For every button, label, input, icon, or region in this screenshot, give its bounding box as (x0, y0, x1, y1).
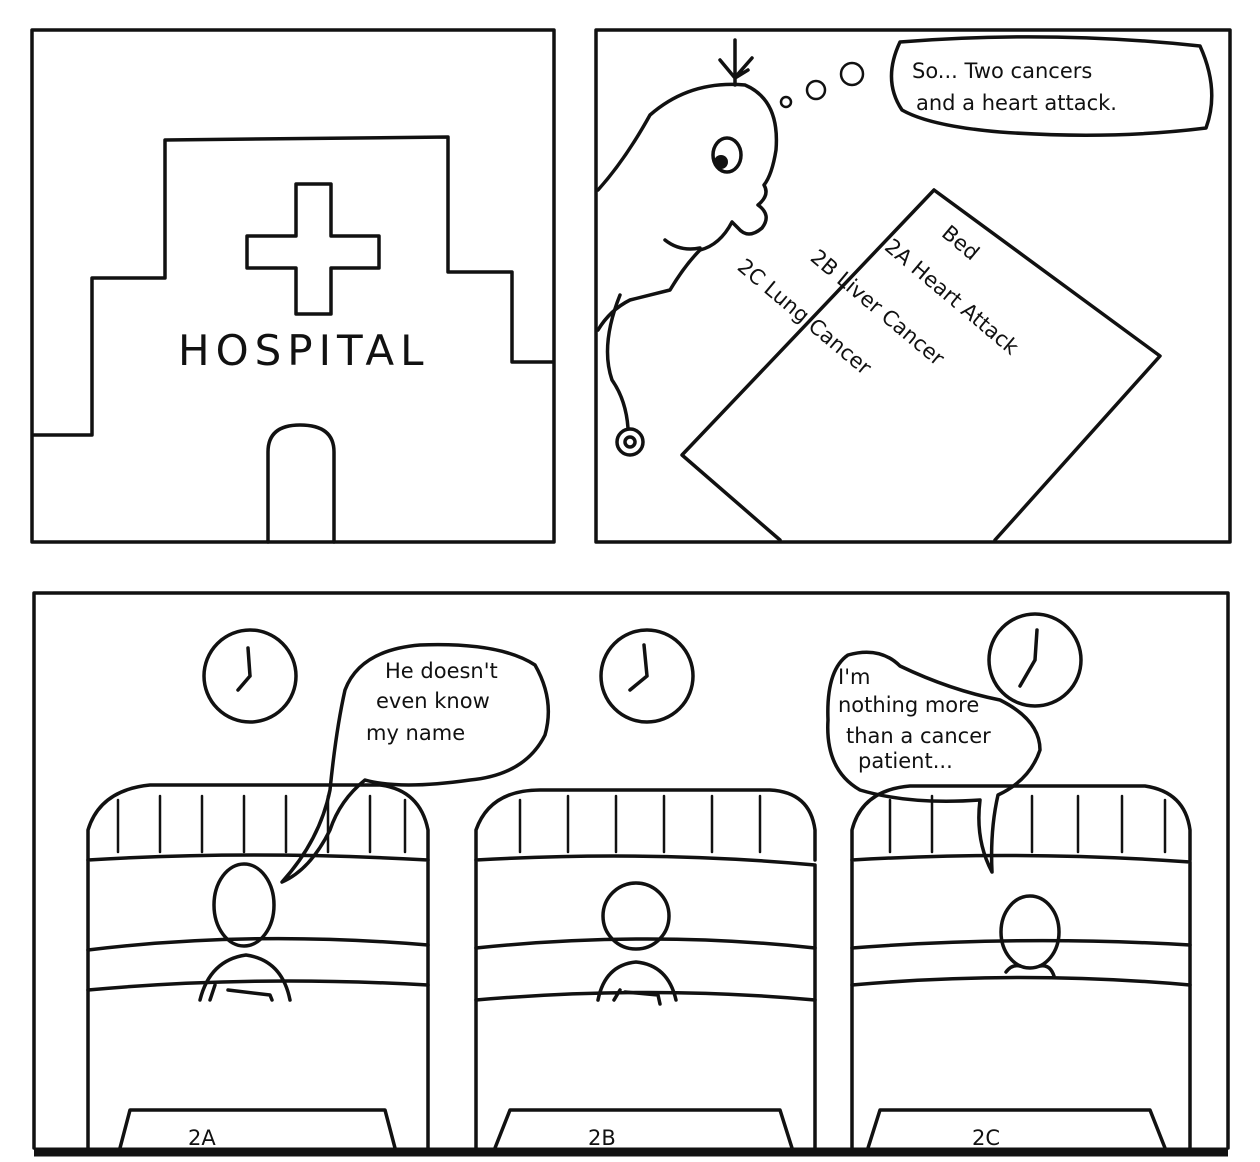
hospital-sign: HOSPITAL (178, 326, 430, 375)
stethoscope-bell (615, 427, 645, 457)
bed-2a-frame (86, 853, 430, 1150)
bed-2b: 2B (474, 788, 817, 1150)
bed-2c: 2C (850, 784, 1192, 1150)
bed-2c-blanket (850, 975, 1192, 987)
bed-2c-frame (850, 853, 1192, 1150)
doctor-figure (596, 82, 779, 332)
bed-2b-frame (474, 854, 817, 1150)
thought-dot-small (779, 95, 793, 109)
hospital-door (266, 423, 336, 544)
doctor-eye (711, 136, 743, 174)
thought-line-2: and a heart attack. (916, 91, 1117, 115)
speech-2a-line-3: my name (366, 721, 465, 745)
bed-2c-label: 2C (972, 1126, 1000, 1150)
patient-2b-head (601, 881, 671, 951)
patient-chart: Bed 2A Heart Attack 2B Liver Cancer 2C L… (680, 188, 1162, 542)
hospital-building (32, 135, 555, 437)
panel-hospital-frame (30, 28, 556, 544)
bed-2b-label: 2B (588, 1126, 616, 1150)
bed-2a-pillow-line (86, 936, 430, 952)
hospital-cross-icon (245, 182, 381, 316)
patient-2a-head (212, 862, 276, 948)
bed-2c-footboard (866, 1108, 1167, 1150)
patient-2c-head (999, 894, 1061, 970)
thought-line-1: So... Two cancers (912, 59, 1092, 83)
bed-2c-headboard (850, 784, 1192, 862)
bed-2b-footboard (493, 1108, 794, 1150)
patient-2b-shoulders (596, 960, 678, 1006)
clock-icon-2 (599, 628, 695, 724)
bed-2a-headboard (86, 783, 430, 862)
speech-bubble-2c (826, 650, 1042, 874)
bed-2a-blanket (86, 979, 430, 992)
bed-2a: 2A (86, 783, 430, 1150)
bed-2b-pillow-line (474, 937, 817, 950)
clock-icon-1 (202, 628, 298, 724)
bed-2a-label: 2A (188, 1126, 216, 1150)
clock-icon-3 (987, 612, 1083, 708)
stethoscope-bell-inner (623, 435, 637, 449)
doctor-mouth (663, 238, 702, 251)
panel-hospital: HOSPITAL (30, 28, 556, 544)
speech-2c-line-4: patient... (858, 749, 953, 773)
speech-2a-line-2: even know (376, 689, 490, 713)
panel-ward: 2A 2B 2C He doesn't (32, 591, 1230, 1157)
stethoscope (605, 293, 630, 430)
bed-2b-headboard (474, 788, 817, 862)
bed-2a-footboard (118, 1108, 397, 1150)
thought-dot-large (839, 61, 865, 87)
panel-doctor-frame (594, 28, 1232, 544)
speech-2c-line-2: nothing more (838, 693, 979, 717)
panel-ward-frame (32, 591, 1230, 1150)
thought-bubble (889, 35, 1214, 137)
doctor-pupil (714, 155, 728, 169)
speech-2c-line-3: than a cancer (846, 724, 991, 748)
doctor-hair (718, 38, 754, 87)
speech-2a-line-1: He doesn't (385, 659, 498, 683)
thought-dot-medium (805, 79, 827, 101)
speech-bubble-2a (280, 642, 551, 884)
chart-heading: Bed (937, 221, 984, 266)
bed-2c-pillow-line (850, 938, 1192, 950)
speech-2c-line-1: I'm (838, 665, 870, 689)
chart-paper (680, 188, 1162, 542)
patient-2a-shoulders (198, 953, 292, 1002)
panel-doctor: So... Two cancers and a heart attack. Be… (594, 28, 1232, 544)
patient-2c-shoulders (1004, 963, 1056, 978)
